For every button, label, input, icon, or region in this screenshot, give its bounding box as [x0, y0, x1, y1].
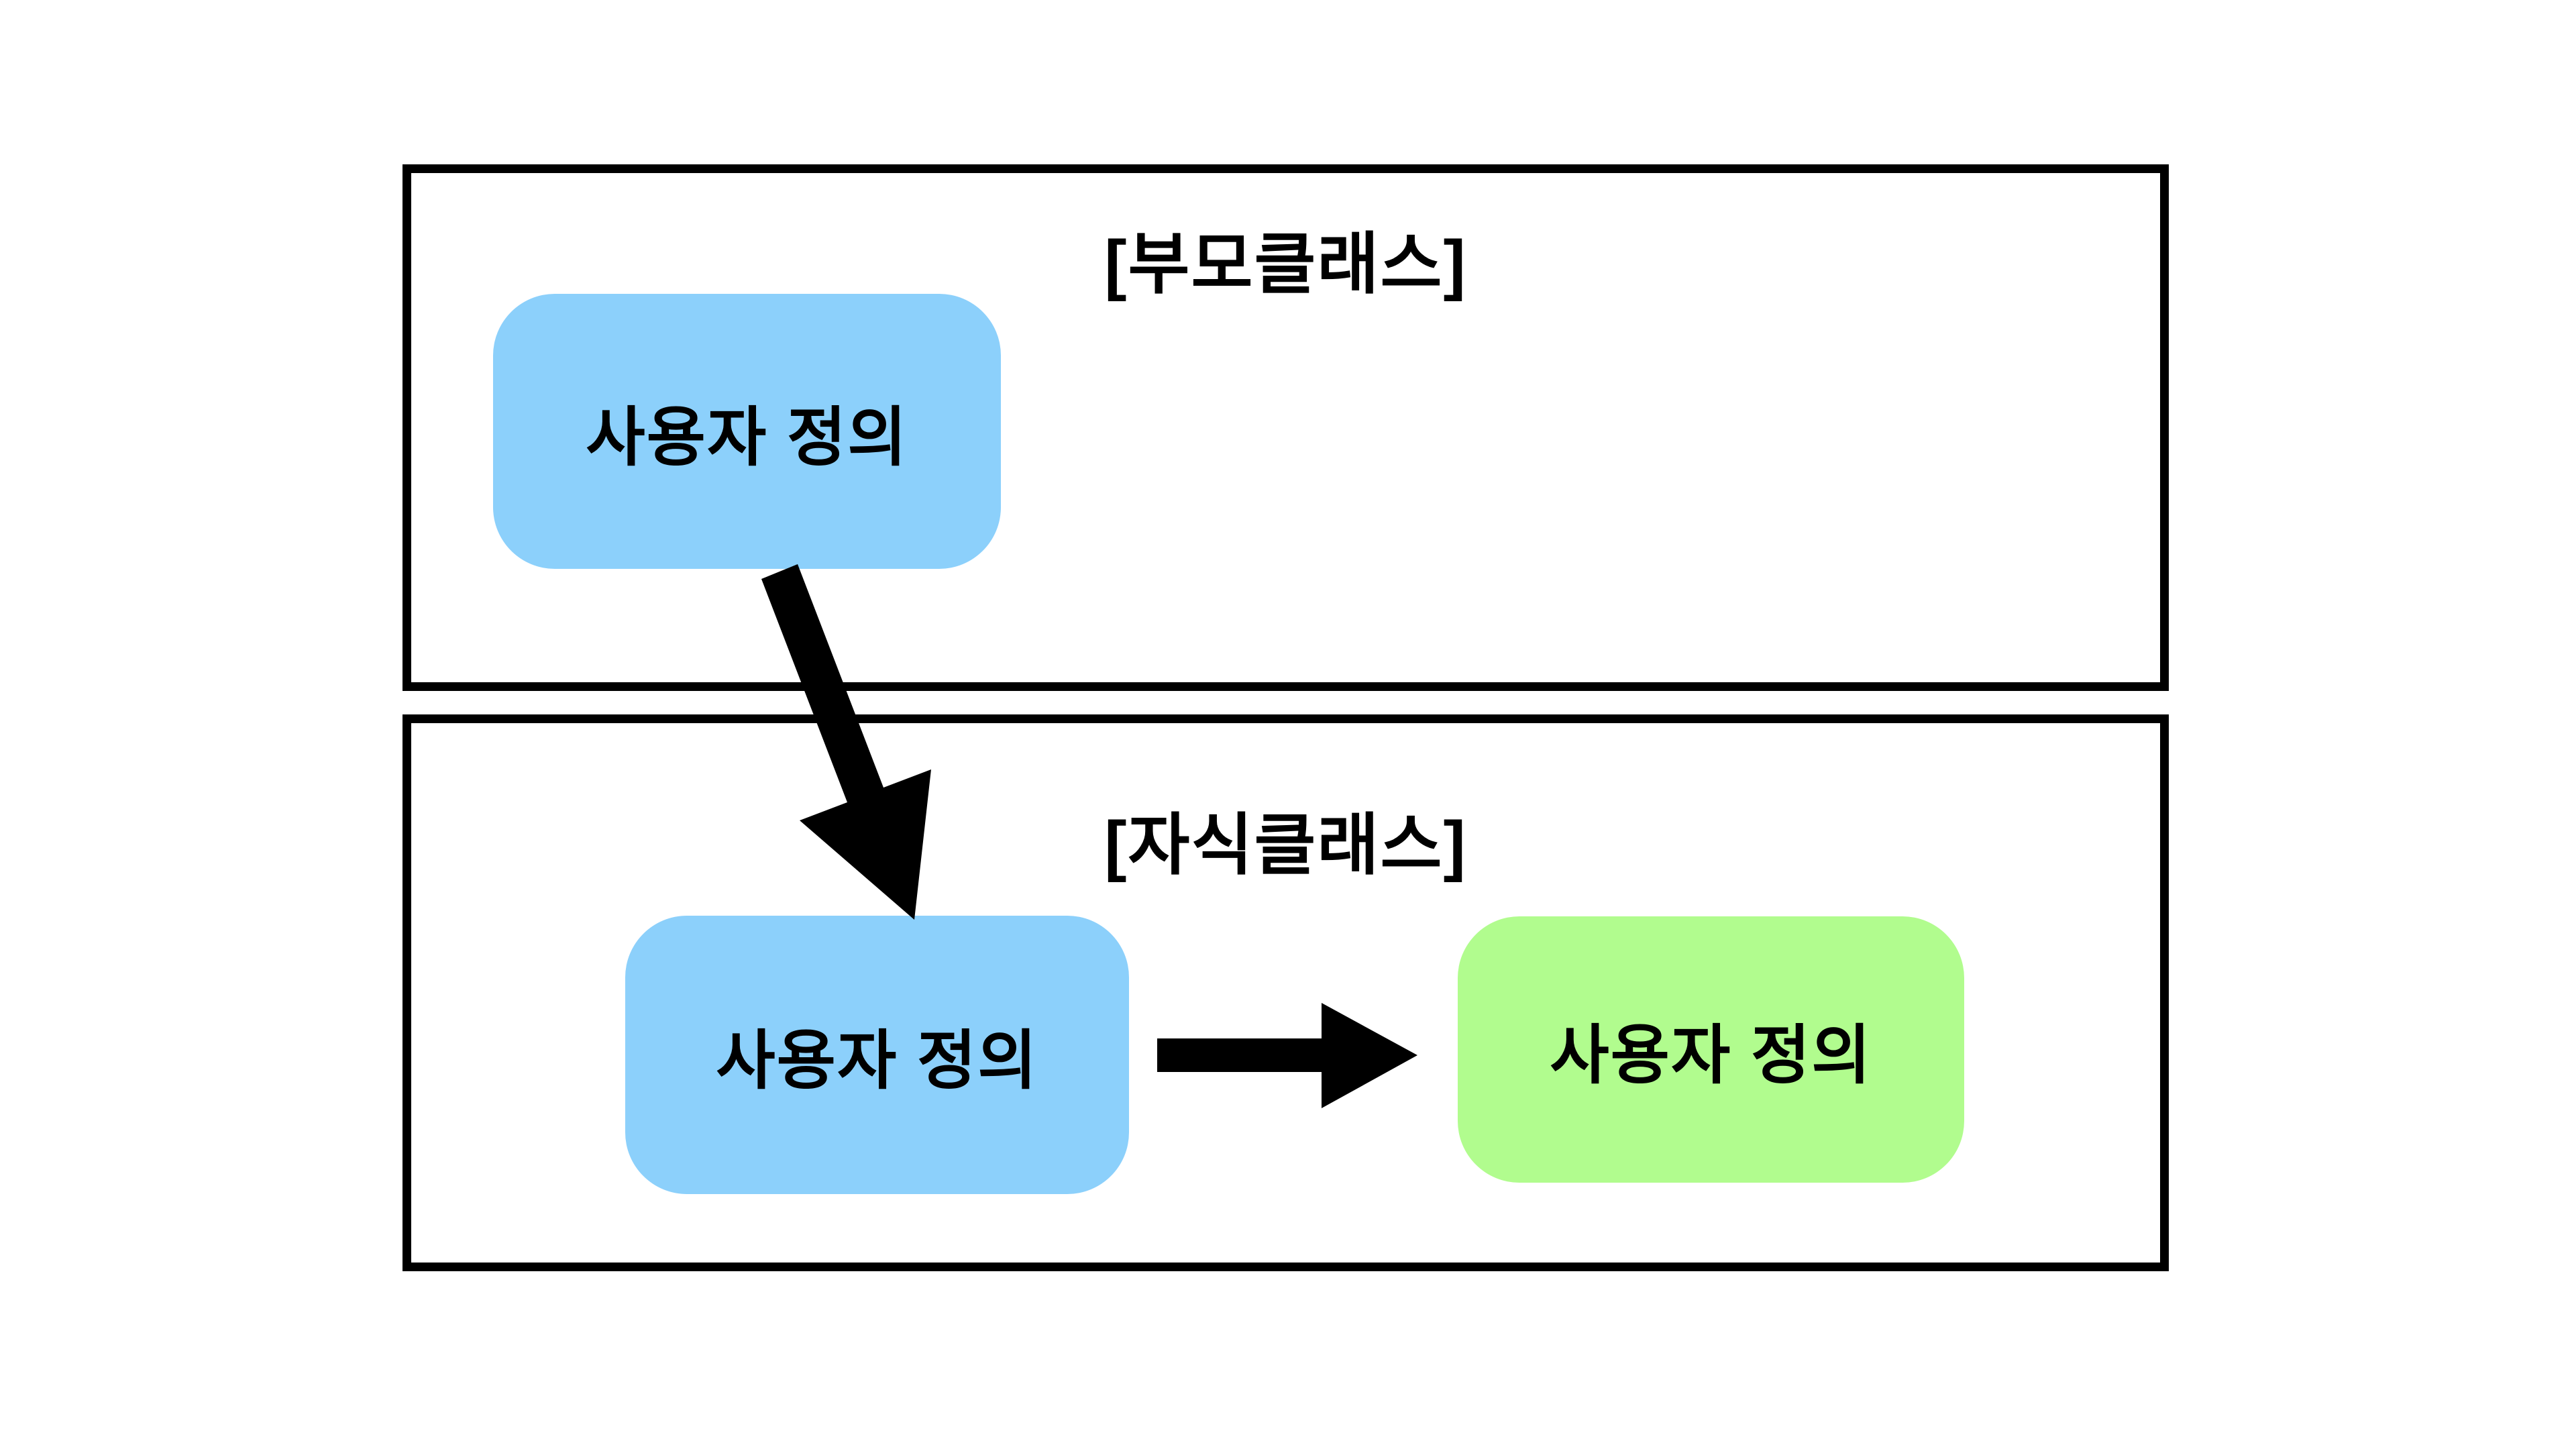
- child-user-defined-green-label: 사용자 정의: [1550, 1020, 1872, 1091]
- child-class-label: [자식클래스]: [1104, 808, 1467, 883]
- child-class-container: [402, 714, 2169, 1271]
- parent-user-defined-label: 사용자 정의: [586, 401, 908, 474]
- child-user-defined-box-green: 사용자 정의: [1458, 916, 1964, 1183]
- child-user-defined-blue-label: 사용자 정의: [716, 1025, 1038, 1097]
- parent-class-label: [부모클래스]: [1104, 227, 1467, 302]
- parent-user-defined-box: 사용자 정의: [493, 294, 1001, 569]
- child-user-defined-box-blue: 사용자 정의: [625, 916, 1129, 1194]
